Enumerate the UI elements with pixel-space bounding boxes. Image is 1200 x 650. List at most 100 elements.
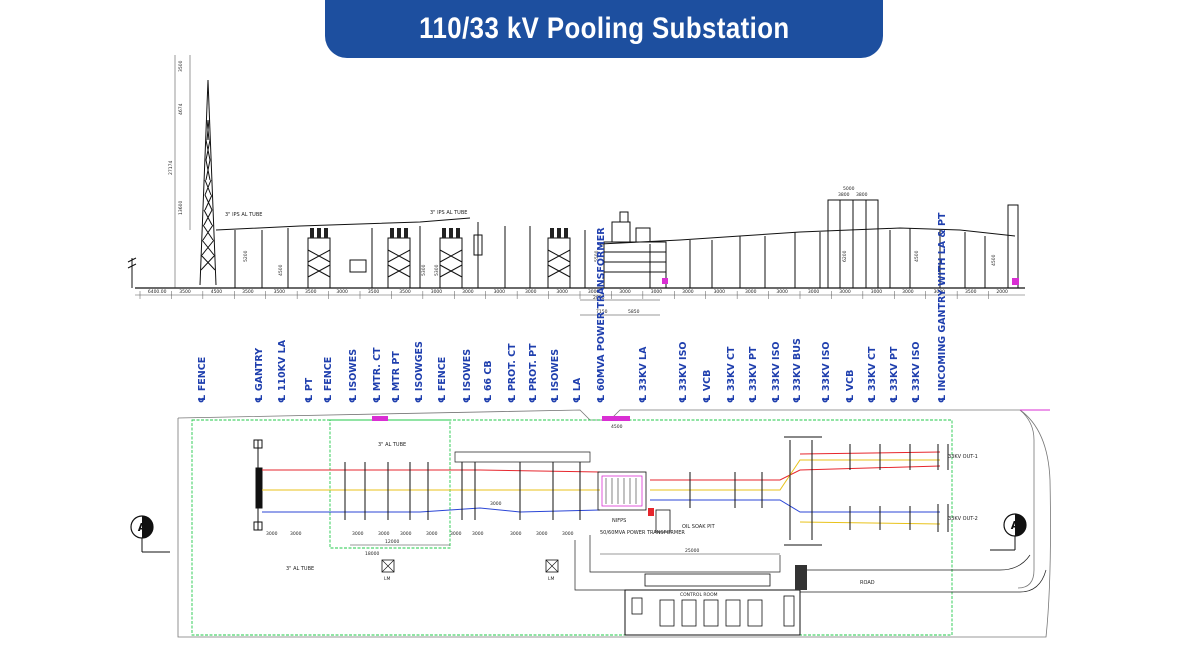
bay-dimension: 3000	[871, 289, 883, 295]
equipment-label: ℄ 33KV ISO	[911, 341, 922, 403]
oil-pit-note: OIL SOAK PIT	[682, 524, 716, 530]
equipment-label: ℄ 33KV ISO	[771, 341, 782, 403]
transformer-note: 50/60MVA POWER TRANSFORMER	[600, 530, 685, 536]
bay-dimension: 3000	[714, 289, 726, 295]
gate-dim: 4500	[611, 424, 623, 430]
road-edge-2	[574, 540, 640, 591]
phase-red-110kv	[262, 469, 601, 473]
plan-bay-dimension: 3000	[426, 531, 438, 537]
bay-dimension: 3000	[776, 289, 788, 295]
bay-dimension: 3500	[965, 289, 977, 295]
equipment-label: ℄ FENCE	[437, 357, 448, 403]
transformer-marker	[662, 278, 668, 284]
sub-dim-3: 5850	[628, 309, 640, 315]
equipment-label: ℄ 33KV CT	[867, 346, 878, 403]
tower-dim-4: 13600	[178, 201, 184, 215]
tube-note-1: 3" IPS AL TUBE	[225, 212, 262, 218]
bay-dimension: 3000	[431, 289, 443, 295]
plan-total-dim-2: 18000	[365, 551, 379, 557]
lm-label-1: LM	[384, 576, 391, 582]
bay-dimension: 3500	[274, 289, 286, 295]
plan-bay-dimension: 3000	[352, 531, 364, 537]
plan-bay-dimension: 3000	[290, 531, 302, 537]
lm-label-2: LM	[548, 576, 555, 582]
height-dim-8: 4500	[991, 254, 997, 266]
equipment-label: ℄ 33KV ISO	[678, 341, 689, 403]
road-edge-1	[589, 535, 781, 573]
bay-dimension: 3000	[556, 289, 568, 295]
equipment-label: ℄ VCB	[702, 370, 713, 403]
height-dim-7: 4500	[914, 250, 920, 262]
equipment-label: ℄ 66 CB	[483, 360, 494, 403]
outer-fence	[191, 419, 953, 636]
gantry-dim-2: 3800	[838, 192, 850, 198]
equipment-label: ℄ ISOWGES	[414, 341, 425, 403]
plan-total-dim: 12000	[385, 539, 399, 545]
equipment-label: ℄ PT	[304, 377, 315, 403]
equipment-label: ℄ ISOWES	[462, 349, 473, 403]
phase-blue-110kv	[262, 507, 601, 513]
section-marker-right: A	[990, 513, 1027, 551]
power-transformer-plan	[597, 471, 671, 533]
bay-dimension: 3500	[368, 289, 380, 295]
site-boundary-curve	[1017, 409, 1035, 589]
equipment-centerline-labels: ℄ FENCE℄ GANTRY℄ 110KV LA℄ PT℄ FENCE℄ IS…	[197, 212, 948, 403]
equipment-supports-33kv	[689, 199, 1019, 289]
plan-view: 4500	[130, 409, 1051, 638]
plan-gantry	[253, 439, 263, 531]
lm-marker-1	[381, 559, 395, 573]
road-edge-4	[800, 569, 1047, 593]
power-transformer-elevation	[603, 211, 667, 289]
equipment-label: ℄ FENCE	[197, 357, 208, 403]
bay-dimension: 4500	[211, 289, 223, 295]
bay-dimension: 3000	[934, 289, 946, 295]
equipment-label: ℄ MTR PT	[391, 351, 402, 403]
height-dim-1: 5200	[243, 250, 249, 262]
equipment-label: ℄ 33KV ISO	[821, 341, 832, 403]
plan-tube-bottom: 3" AL TUBE	[286, 566, 314, 572]
equipment-label: ℄ 33KV LA	[638, 346, 649, 403]
phase-red-33kv-2	[799, 451, 941, 455]
lattice-tower	[174, 55, 217, 288]
equipment-label: ℄ PROT. PT	[528, 343, 539, 403]
insulators-110kv	[310, 228, 568, 238]
equipment-label: ℄ 33KV PT	[748, 346, 759, 403]
elevation-view: 3500 4674 27174 13600 3" IPS AL TUBE 3" …	[127, 55, 1025, 316]
control-room-label: CONTROL ROOM	[680, 592, 718, 598]
plan-tube-top: 3" AL TUBE	[378, 442, 406, 448]
bay-dimension: 3500	[305, 289, 317, 295]
equipment-label: ℄ ISOWES	[550, 349, 561, 403]
sub-dim-2: 7150	[596, 309, 608, 315]
tower-dim-2: 4674	[178, 103, 184, 115]
equipment-label: ℄ INCOMING GANTRY WITH LA & PT	[937, 212, 948, 403]
plan-bay-dimension: 3000	[266, 531, 278, 537]
gate-marker-1	[372, 416, 388, 421]
left-fence-wire	[127, 257, 137, 269]
equipment-label: ℄ MTR. CT	[372, 347, 383, 403]
equipment-label: ℄ 33KV BUS	[792, 338, 803, 403]
tube-note-2: 3" IPS AL TUBE	[430, 210, 467, 216]
gate-marker-2	[602, 416, 630, 421]
control-room-building	[624, 565, 807, 636]
bay-dimension: 3000	[588, 289, 600, 295]
phase-yellow-33kv	[650, 459, 940, 491]
title-banner: 110/33 kV Pooling Substation	[325, 0, 883, 58]
equipment-label: ℄ 33KV CT	[726, 346, 737, 403]
bay-dimension: 3500	[399, 289, 411, 295]
sub-dim-1: 2000	[593, 295, 605, 301]
bay-dimension: 3000	[462, 289, 474, 295]
plan-bay-dimension: 3000	[472, 531, 484, 537]
plan-equipment-posts	[344, 444, 911, 530]
tower-dim-1: 3500	[178, 60, 184, 72]
equipment-label: ℄ 60MVA POWER TRANSFORMER	[596, 227, 607, 403]
33kv-bus-frame	[784, 436, 949, 546]
main-dim: 25000	[685, 548, 699, 554]
height-dim-2: 5500	[594, 250, 600, 262]
bay-dimension: 2000	[996, 289, 1008, 295]
plan-bay-dimension: 3000	[510, 531, 522, 537]
nifps-note: NIFPS	[612, 518, 626, 524]
equipment-label: ℄ VCB	[845, 370, 856, 403]
inner-fence	[329, 419, 451, 549]
gantry-dim-3: 3800	[856, 192, 868, 198]
